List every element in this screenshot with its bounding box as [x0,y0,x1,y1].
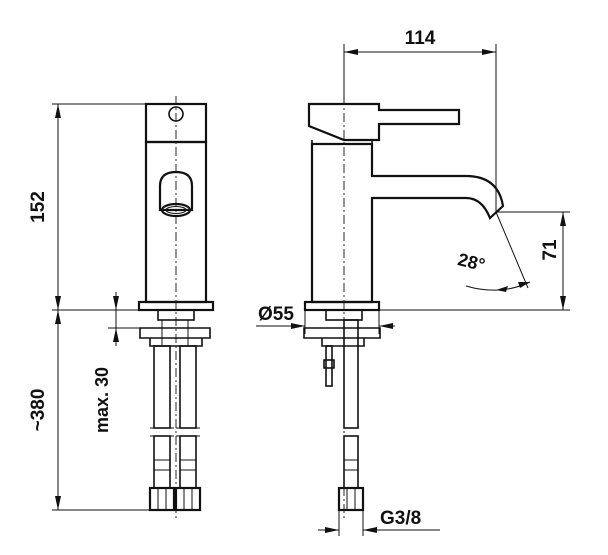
side-body-spout [310,142,505,304]
label-spout-reach: 114 [405,28,436,49]
side-dimensions: 114 71 28° Ø55 G3/8 [256,28,570,536]
front-hose-right-lower [179,435,197,489]
side-hose-nut [337,486,365,512]
label-spout-height: 71 [540,239,561,261]
front-hose-left [153,345,171,429]
front-view [137,96,215,520]
side-view [303,96,505,520]
front-hose-nut-right [174,486,202,512]
front-fixing-bracket [139,327,211,339]
label-spout-angle: 28° [456,249,487,275]
side-threaded-rod [325,345,333,387]
label-hose-length: ~380 [28,389,49,432]
front-dimensions: 152 ~380 max. 30 [28,103,150,511]
label-thread-size: G3/8 [380,508,421,529]
label-body-height: 152 [28,191,49,223]
label-max-deck-thickness: max. 30 [92,367,112,433]
front-hose-left-lower [153,435,171,489]
label-base-diameter: Ø55 [258,304,294,325]
front-fixing-stud [157,309,195,321]
front-hose-nut-left [148,486,176,512]
side-hose-lower [343,435,359,489]
front-hose-right [179,345,197,429]
side-hose [343,319,359,429]
side-base-plate [303,300,381,312]
side-fixing-bracket [303,327,381,339]
